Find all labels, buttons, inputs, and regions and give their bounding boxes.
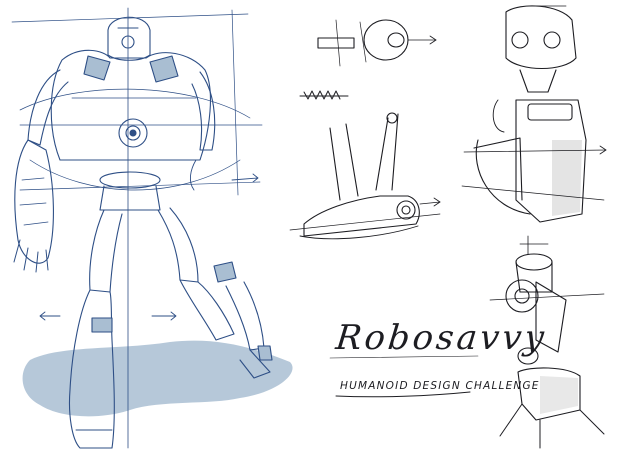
sheet-subtitle: HUMANOID DESIGN CHALLENGE — [340, 380, 540, 392]
torso-shell-sketch — [461, 99, 607, 223]
joint-shading — [540, 376, 578, 414]
floor-shadow — [22, 340, 293, 417]
sensor-part-sketch — [317, 19, 437, 67]
right-shoulder-joint — [149, 55, 179, 83]
joint-assembly-sketch — [489, 235, 605, 449]
foot-part-sketch — [289, 112, 441, 240]
scribble-note — [299, 90, 349, 100]
right-knee-joint — [213, 261, 237, 283]
torso-shading — [552, 140, 582, 216]
left-shoulder-joint — [83, 55, 111, 81]
robot-full-body-sketch — [11, 7, 293, 449]
head-unit-sketch — [492, 5, 577, 133]
right-foot-joint — [257, 345, 273, 361]
detail-sketches — [289, 5, 607, 449]
left-knee-joint — [91, 317, 113, 333]
sheet-title: Robosavvy — [333, 318, 549, 358]
